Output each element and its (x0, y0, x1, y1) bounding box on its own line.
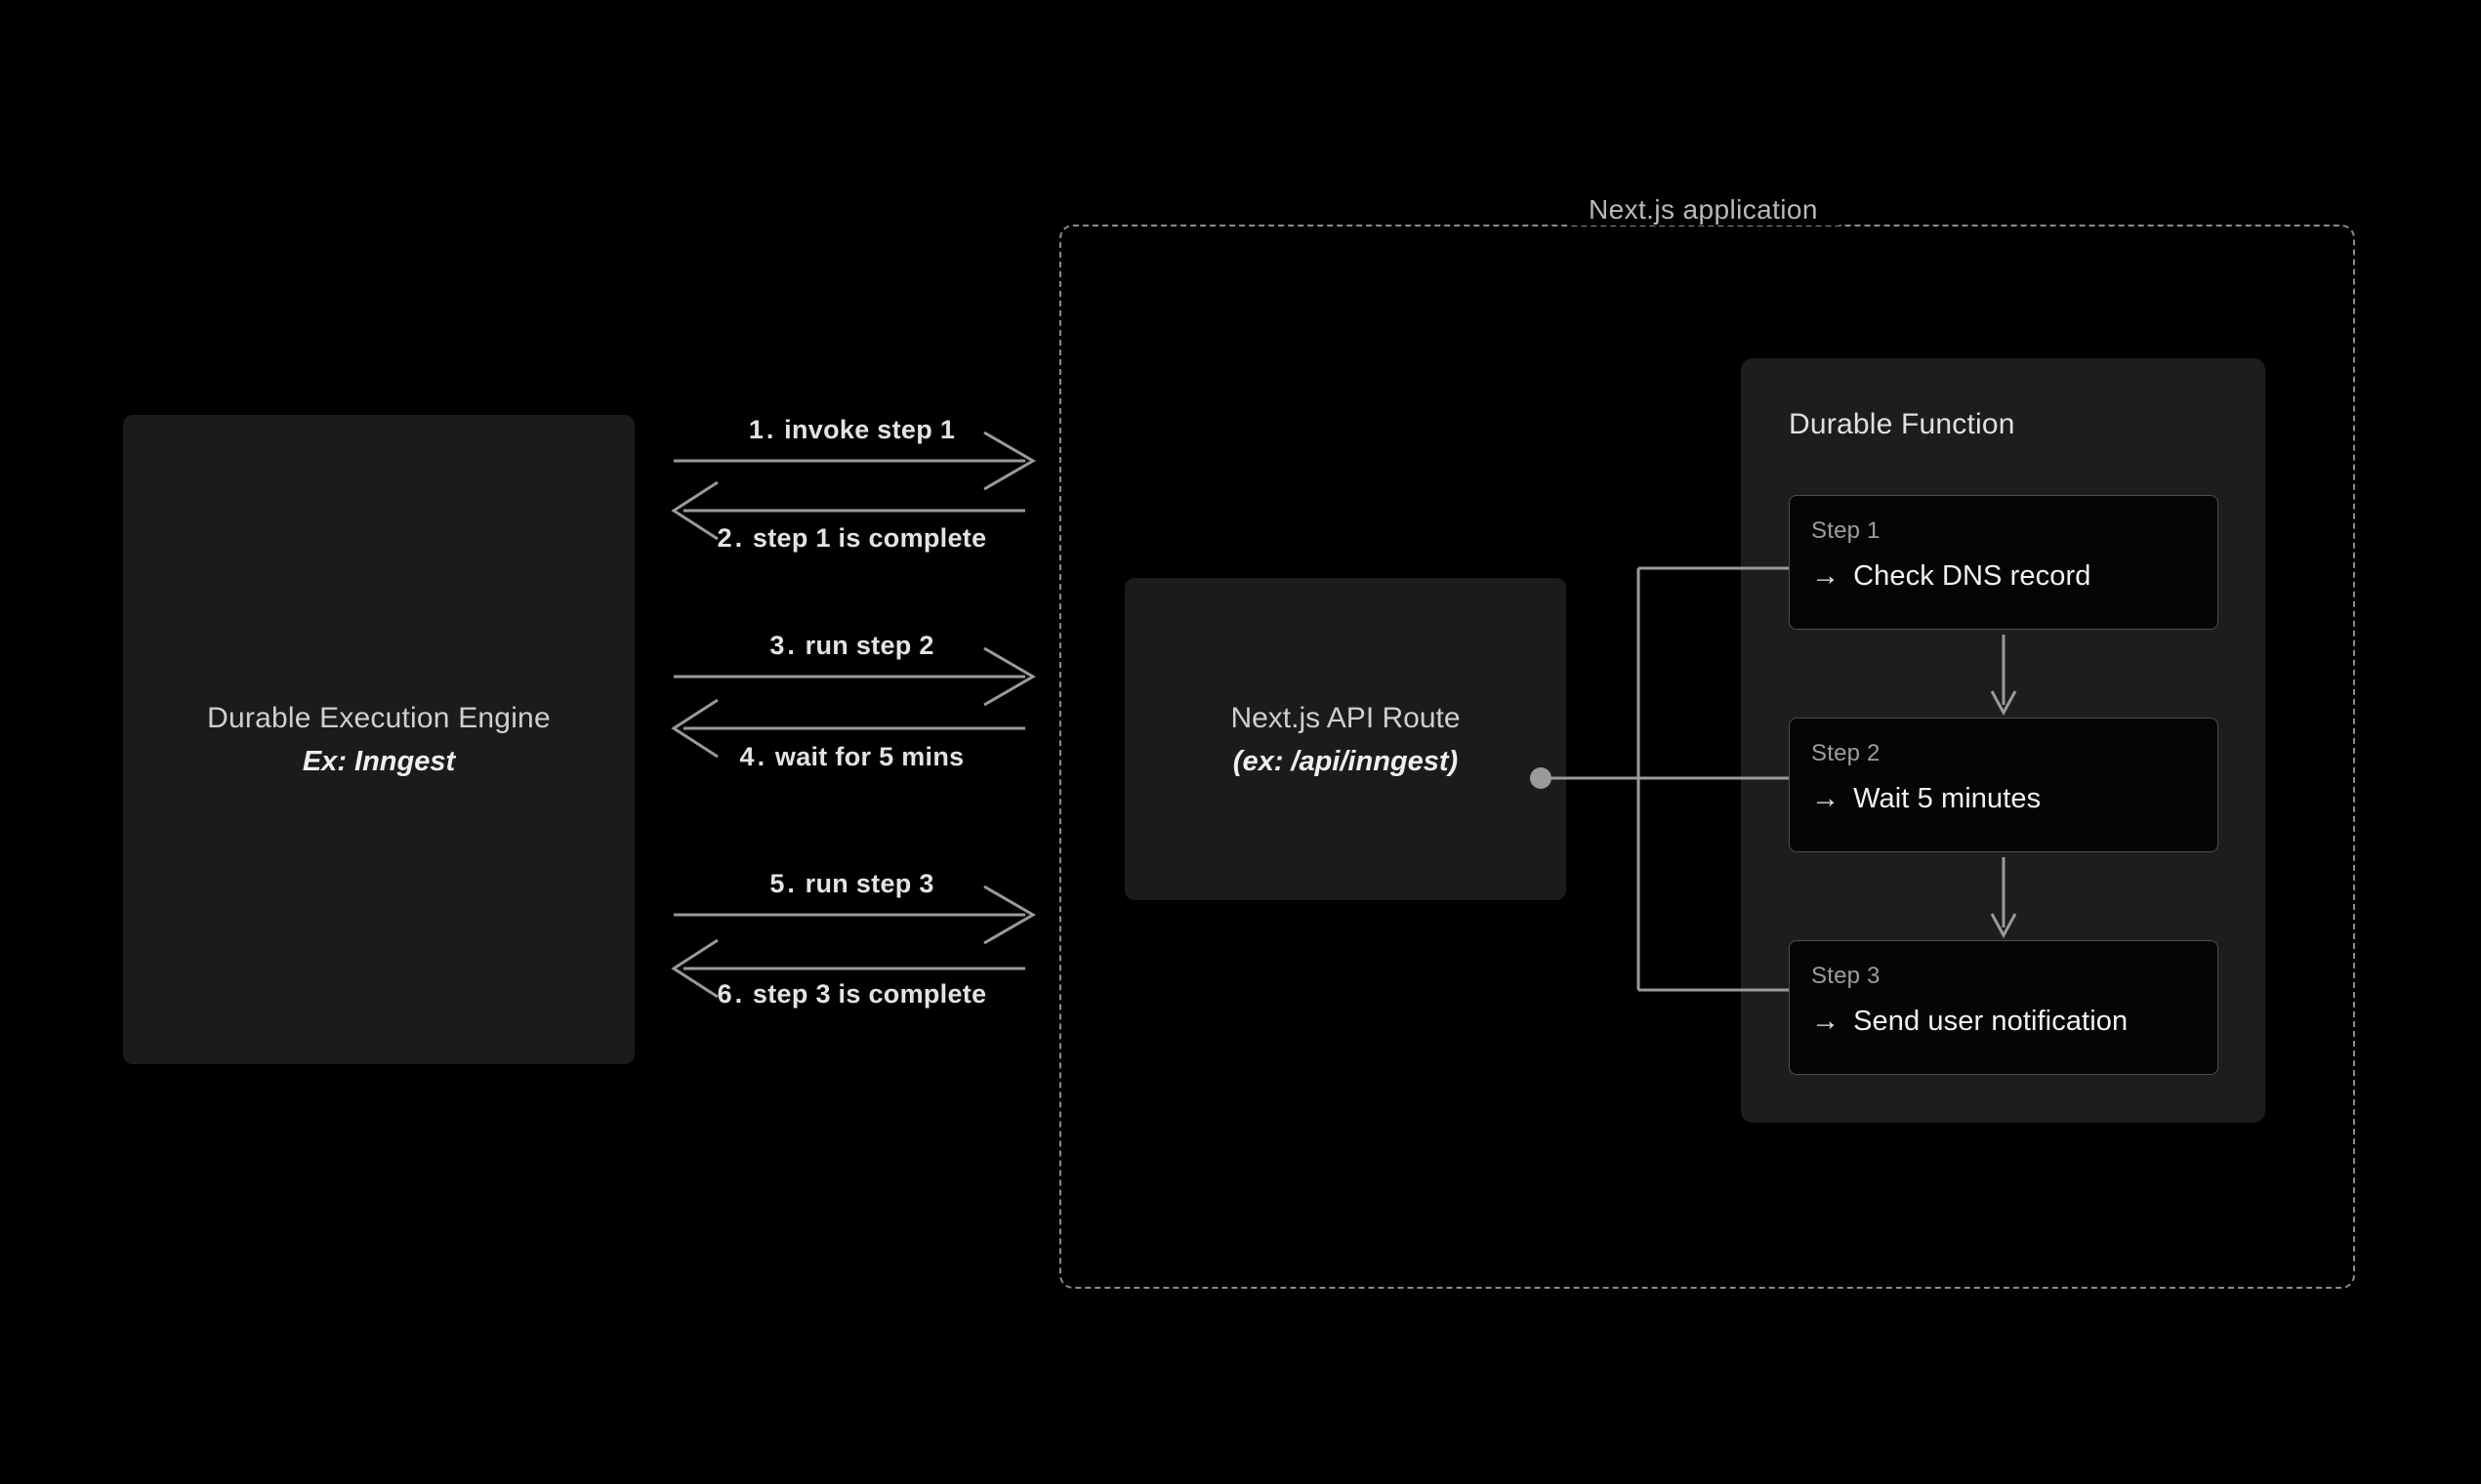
message-number-3: 3. (769, 631, 798, 660)
nextjs-api-route-box (1125, 578, 1566, 900)
step-1-index: Step 1 (1811, 517, 1881, 544)
message-number-5: 5. (769, 869, 798, 898)
nextjs-application-title: Next.js application (1567, 194, 1840, 226)
nextjs-api-route-labels: Next.js API Route (ex: /api/inngest) (1125, 699, 1566, 781)
message-label-1: 1. invoke step 1 (674, 415, 1030, 445)
step-card-1[interactable]: Step 1 → Check DNS record (1789, 495, 2218, 630)
step-3-action: → Send user notification (1811, 1006, 2128, 1038)
step-arrow-icon: → (1811, 1006, 1840, 1037)
message-text-4: wait for 5 mins (774, 742, 965, 771)
message-label-6: 6. step 3 is complete (674, 979, 1030, 1010)
durable-execution-engine-labels: Durable Execution Engine Ex: Inngest (123, 699, 635, 781)
message-text-2: step 1 is complete (752, 523, 987, 553)
step-arrow-icon: → (1811, 783, 1840, 814)
message-label-3: 3. run step 2 (674, 631, 1030, 661)
step-3-index: Step 3 (1811, 963, 1881, 989)
message-number-2: 2. (717, 523, 746, 553)
api-route-title: Next.js API Route (1230, 702, 1461, 734)
message-text-3: run step 2 (805, 631, 934, 660)
step-card-3[interactable]: Step 3 → Send user notification (1789, 940, 2218, 1075)
engine-title: Durable Execution Engine (207, 702, 551, 734)
step-arrow-icon: → (1811, 560, 1840, 592)
step-2-index: Step 2 (1811, 740, 1881, 766)
durable-execution-engine-box (123, 415, 635, 1064)
engine-subtitle: Ex: Inngest (302, 745, 456, 777)
step-1-action: → Check DNS record (1811, 560, 2090, 593)
message-text-1: invoke step 1 (784, 415, 956, 444)
step-3-action-text: Send user notification (1853, 1006, 2129, 1037)
step-2-action: → Wait 5 minutes (1811, 783, 2041, 815)
api-route-subtitle: (ex: /api/inngest) (1232, 745, 1459, 777)
message-number-1: 1. (748, 415, 777, 444)
step-1-action-text: Check DNS record (1853, 560, 2091, 592)
message-number-6: 6. (717, 979, 746, 1009)
nextjs-application-container (1059, 225, 2355, 1289)
message-number-4: 4. (739, 742, 768, 771)
message-label-4: 4. wait for 5 mins (674, 742, 1030, 772)
message-text-6: step 3 is complete (752, 979, 987, 1009)
step-2-action-text: Wait 5 minutes (1853, 783, 2042, 814)
message-text-5: run step 3 (805, 869, 934, 898)
message-label-5: 5. run step 3 (674, 869, 1030, 899)
message-label-2: 2. step 1 is complete (674, 523, 1030, 554)
step-card-2[interactable]: Step 2 → Wait 5 minutes (1789, 718, 2218, 852)
durable-function-title: Durable Function (1789, 408, 2015, 440)
